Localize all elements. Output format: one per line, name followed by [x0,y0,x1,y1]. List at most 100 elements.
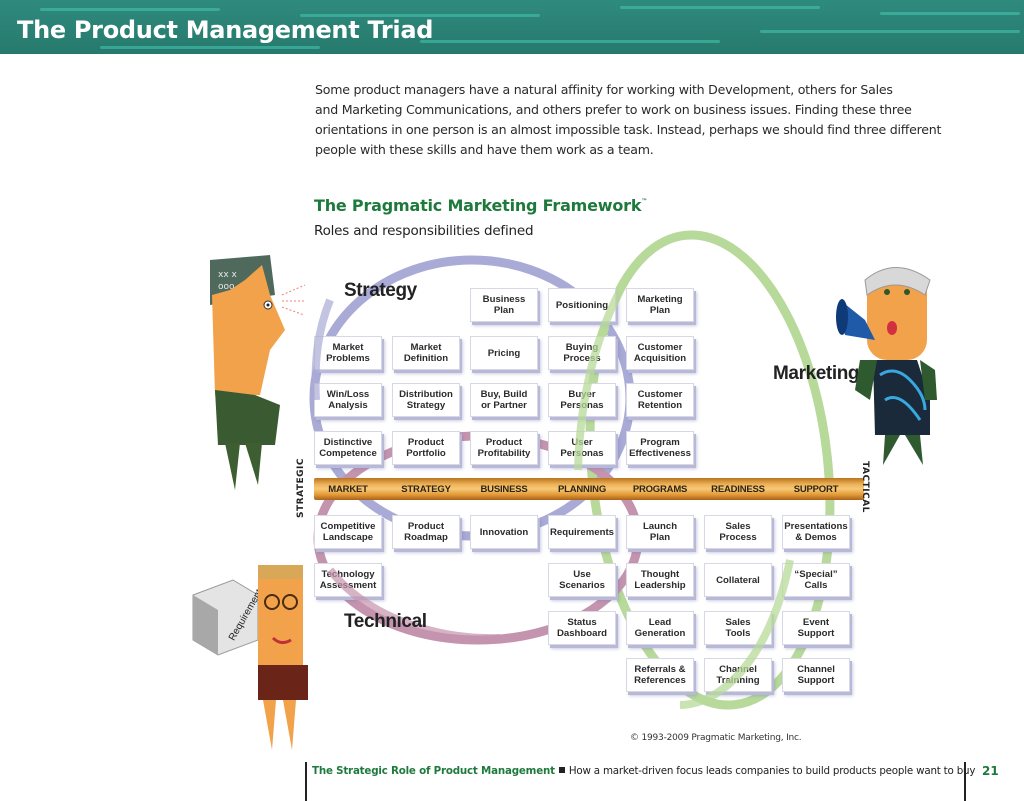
framework-box: Customer Retention [626,383,694,417]
framework-box: Distribution Strategy [392,383,460,417]
framework-box-label: Pricing [487,347,521,359]
framework-box: Win/Loss Analysis [314,383,382,417]
category-label: BUSINESS [480,484,528,495]
framework-box: Launch Plan [626,515,694,549]
framework-box-label: Sales Tools [725,617,751,639]
framework-box-label: Sales Process [719,521,757,543]
footer-divider [964,762,966,801]
framework-box: Requirements [548,515,616,549]
framework-box-label: “Special” Calls [794,569,838,591]
framework-box-label: User Personas [560,437,604,459]
framework-box-label: Referrals & References [634,664,686,686]
framework-box-label: Positioning [555,299,609,311]
framework-box: Collateral [704,563,772,597]
framework-box-label: Collateral [716,574,760,586]
framework-box: Program Effectiveness [626,431,694,465]
framework-box: Distinctive Competence [314,431,382,465]
framework-box-label: Market Definition [403,342,449,364]
framework-box: Innovation [470,515,538,549]
framework-box: Use Scenarios [548,563,616,597]
framework-box-label: Innovation [479,526,529,538]
framework-box: Product Profitability [470,431,538,465]
role-label-strategy: Strategy [344,280,417,301]
framework-box-label: Thought Leadership [634,569,686,591]
framework-box-label: Win/Loss Analysis [326,389,370,411]
framework-box: Channel Trainning [704,658,772,692]
category-label: STRATEGY [401,484,451,495]
framework-box: Sales Tools [704,611,772,645]
footer-book-title: The Strategic Role of Product Management [312,765,555,777]
framework-box: Positioning [548,288,616,322]
framework-box: User Personas [548,431,616,465]
framework-box-label: Distribution Strategy [399,389,453,411]
framework-box: Marketing Plan [626,288,694,322]
framework-box: Event Support [782,611,850,645]
framework-box: Business Plan [470,288,538,322]
framework-box: Presentations & Demos [782,515,850,549]
framework-subtitle: Roles and responsibilities defined [314,223,534,239]
category-label: PROGRAMS [632,484,688,495]
framework-box-label: Channel Support [797,664,835,686]
framework-box: Status Dashboard [548,611,616,645]
trademark-symbol: ™ [641,198,648,205]
framework-box: Buying Process [548,336,616,370]
framework-box: Buy, Build or Partner [470,383,538,417]
framework-box: Referrals & References [626,658,694,692]
page-banner: The Product Management Triad [0,0,1024,54]
framework-box-label: Market Problems [326,342,370,364]
footer-divider [305,762,307,801]
footer-tagline: How a market-driven focus leads companie… [568,765,976,777]
framework-box-label: Event Support [797,617,835,639]
framework-box-label: Product Profitability [477,437,531,459]
category-label: SUPPORT [793,484,839,495]
page-number: 21 [982,764,999,778]
marketer-megaphone-figure [836,267,937,465]
framework-box-label: Lead Generation [634,617,686,639]
technologist-requirements-figure: Requirements [192,565,308,750]
framework-box: Product Portfolio [392,431,460,465]
framework-box-label: Business Plan [482,294,526,316]
svg-text:xx x: xx x [218,270,238,280]
framework-box: Market Definition [392,336,460,370]
framework-box-label: Status Dashboard [556,617,608,639]
intro-line: people with these skills and have them w… [315,142,654,157]
framework-box: Sales Process [704,515,772,549]
framework-box: Buyer Personas [548,383,616,417]
svg-text:ooo: ooo [218,282,235,292]
framework-box: Thought Leadership [626,563,694,597]
footer-running-title: The Strategic Role of Product Management… [312,765,975,777]
framework-box-label: Product Portfolio [406,437,446,459]
framework-box-label: Customer Retention [637,389,683,411]
framework-box-label: Customer Acquisition [633,342,687,364]
framework-box: Market Problems [314,336,382,370]
framework-box-label: Distinctive Competence [319,437,377,459]
framework-box: Technology Assessment [314,563,382,597]
category-label: PLANNING [557,484,607,495]
framework-box-label: Competitive Landscape [320,521,376,543]
framework-box-label: Program Effectiveness [629,437,691,459]
framework-box-label: Launch Plan [642,521,678,543]
framework-box-label: Requirements [550,526,614,538]
framework-box-label: Buy, Build or Partner [480,389,528,411]
category-label: READINESS [711,484,765,495]
strategist-figure: xx x ooo [210,255,306,490]
framework-box: Pricing [470,336,538,370]
copyright-notice: © 1993-2009 Pragmatic Marketing, Inc. [630,733,802,743]
framework-box: Lead Generation [626,611,694,645]
framework-box-label: Technology Assessment [319,569,377,591]
role-label-technical: Technical [344,611,427,632]
page-title: The Product Management Triad [17,16,434,44]
intro-paragraph: Some product managers have a natural aff… [315,80,965,160]
framework-box: Product Roadmap [392,515,460,549]
framework-title: The Pragmatic Marketing Framework™ [314,196,648,215]
framework-box: Customer Acquisition [626,336,694,370]
megaphone-icon [840,300,875,340]
framework-box: Channel Support [782,658,850,692]
framework-box-label: Channel Trainning [716,664,760,686]
framework-box-label: Product Roadmap [404,521,448,543]
square-bullet-icon [558,767,565,773]
framework-box-label: Buyer Personas [560,389,604,411]
intro-line: orientations in one person is an almost … [315,122,942,137]
intro-line: and Marketing Communications, and others… [315,102,912,117]
framework-box-label: Marketing Plan [637,294,683,316]
